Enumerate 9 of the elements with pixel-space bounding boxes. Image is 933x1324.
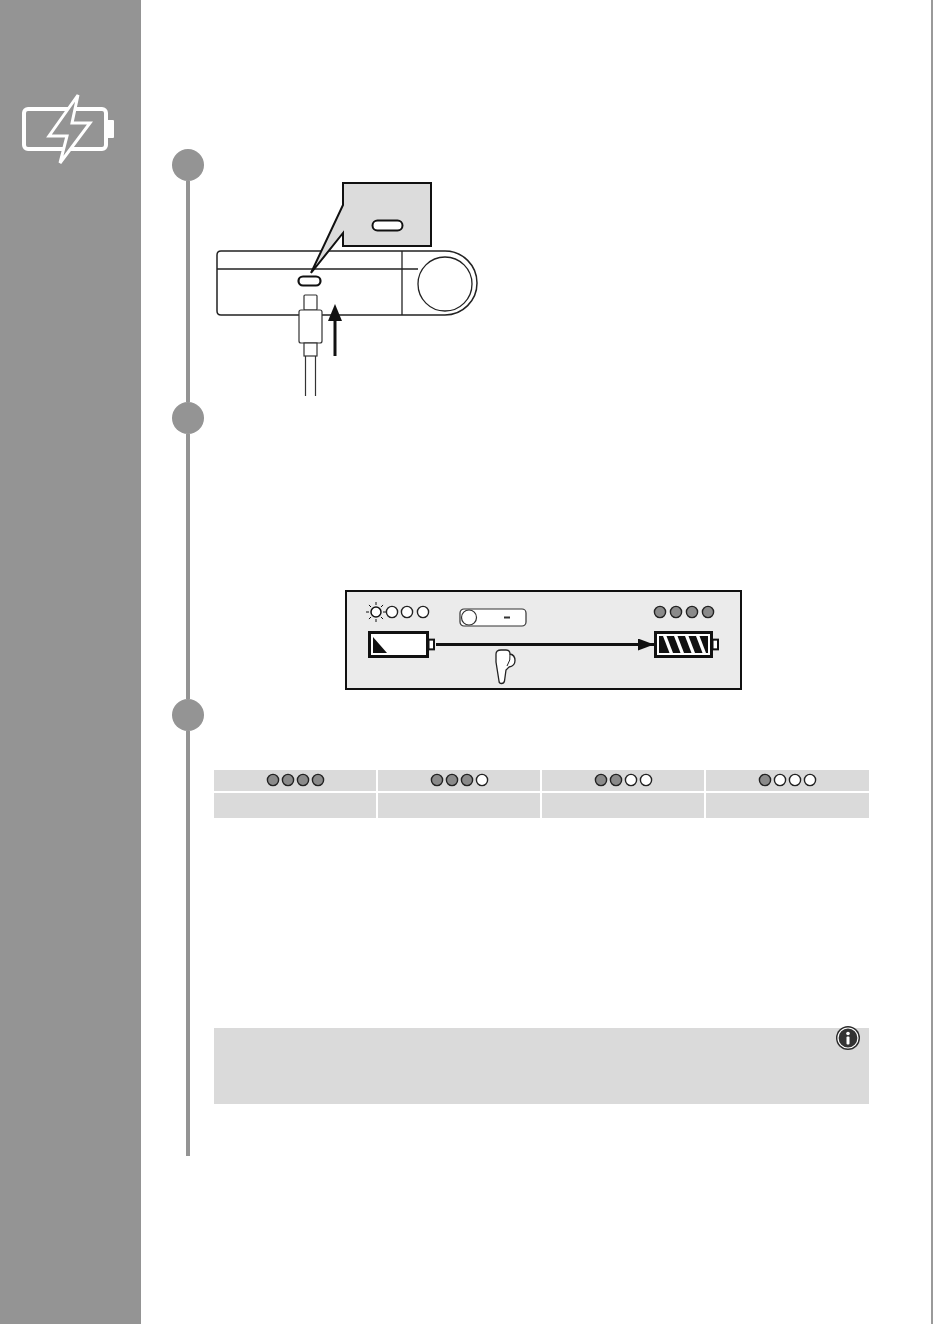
step-circle xyxy=(172,402,204,434)
connector-line xyxy=(186,434,190,699)
arrow xyxy=(436,638,654,651)
step-circle xyxy=(172,149,204,181)
connector-line xyxy=(186,181,190,402)
step-circle xyxy=(172,699,204,731)
low-battery-icon xyxy=(368,631,436,658)
full-battery-icon xyxy=(654,631,720,658)
connector-line xyxy=(186,731,190,1156)
